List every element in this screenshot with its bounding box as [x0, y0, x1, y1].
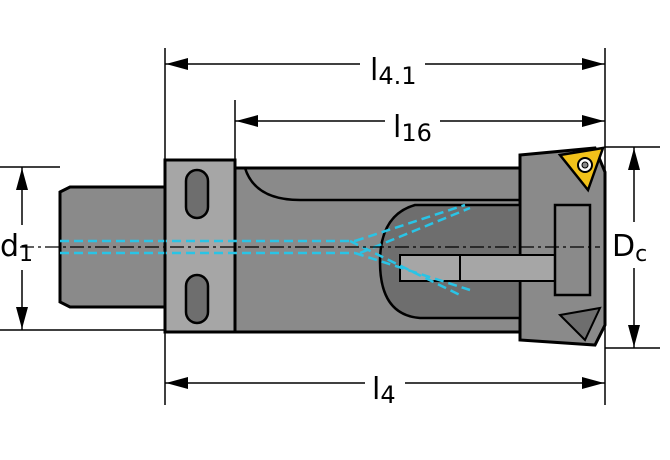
label-l16: l16	[393, 110, 432, 147]
arrow-dc-bottom	[628, 325, 640, 347]
label-d1-sub: 1	[19, 242, 33, 267]
arrow-l41-left	[166, 58, 188, 70]
arrow-l41-right	[582, 58, 604, 70]
tool-body	[58, 146, 607, 347]
coolant-branch-up-2	[359, 206, 471, 255]
label-d1: d1	[0, 229, 33, 267]
arrow-dc-top	[628, 148, 640, 170]
label-l4: l4	[372, 372, 396, 409]
label-l41: l4.1	[370, 53, 417, 90]
arrow-l4-left	[166, 377, 188, 389]
label-dc-sub: c	[635, 242, 647, 267]
arrow-l16-left	[236, 115, 258, 127]
label-l41-sub: 4.1	[378, 62, 416, 90]
label-dc: Dc	[612, 229, 647, 267]
coolant-branch-down	[354, 251, 471, 292]
cartridge	[553, 203, 592, 297]
dimension-lines	[0, 48, 660, 405]
flange-slot-bottom	[184, 273, 210, 325]
arrow-d1-top	[16, 168, 28, 190]
coolant-branch-down-2	[349, 239, 463, 298]
flange-slot-top	[184, 168, 210, 220]
coolant-channels	[60, 203, 471, 298]
arrow-l16-right	[582, 115, 604, 127]
coolant-branch-up	[354, 203, 466, 243]
body-bevel	[243, 167, 520, 202]
adjusting-pin	[399, 254, 566, 282]
label-l41-symbol: l	[370, 53, 378, 88]
cutting-insert	[557, 146, 605, 193]
label-dc-symbol: D	[612, 229, 635, 264]
insert-screw-center	[581, 161, 589, 169]
arrow-l4-right	[582, 377, 604, 389]
lower-insert-seat	[557, 306, 602, 342]
label-l4-symbol: l	[372, 372, 380, 407]
label-l16-symbol: l	[393, 110, 401, 145]
arrow-d1-bottom	[16, 307, 28, 329]
label-l4-sub: 4	[380, 381, 395, 409]
arrowheads	[16, 58, 640, 389]
label-l16-sub: 16	[401, 119, 432, 147]
label-d1-symbol: d	[0, 229, 19, 264]
